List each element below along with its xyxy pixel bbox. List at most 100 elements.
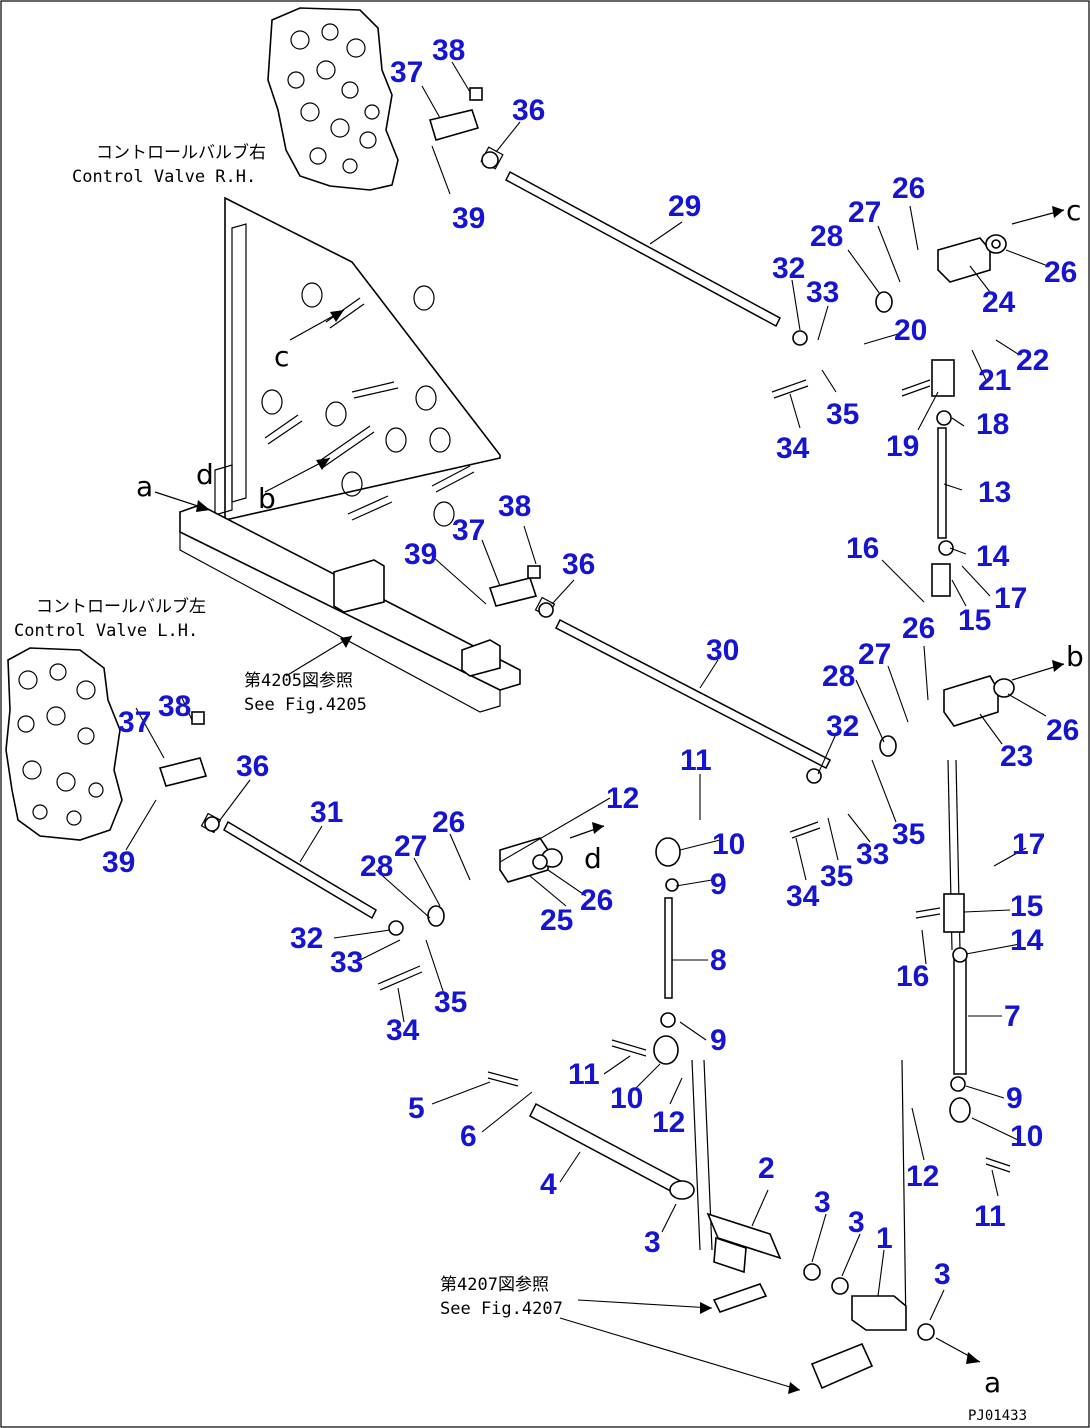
callout-26: 26 bbox=[580, 884, 613, 917]
callout-36: 36 bbox=[236, 750, 269, 783]
callout-8: 8 bbox=[710, 944, 727, 977]
link-4207-parts bbox=[712, 1283, 874, 1390]
callout-26: 26 bbox=[892, 172, 925, 205]
note-valve-lh-en: Control Valve L.H. bbox=[14, 621, 198, 641]
callout-37: 37 bbox=[390, 56, 423, 89]
callout-26: 26 bbox=[1044, 256, 1077, 289]
callout-3: 3 bbox=[934, 1258, 951, 1291]
callout-5: 5 bbox=[408, 1092, 425, 1125]
callout-39: 39 bbox=[452, 202, 485, 235]
vertical-link-left bbox=[691, 1059, 713, 1251]
callout-27: 27 bbox=[858, 638, 891, 671]
callout-12: 12 bbox=[606, 782, 639, 815]
callout-18: 18 bbox=[976, 408, 1009, 441]
callout-12: 12 bbox=[906, 1160, 939, 1193]
callout-33: 33 bbox=[330, 946, 363, 979]
callout-3: 3 bbox=[814, 1186, 831, 1219]
callout-11: 11 bbox=[568, 1058, 600, 1091]
rod-end-10 bbox=[653, 837, 971, 1123]
note-valve-lh-jp: コントロールバルブ左 bbox=[36, 596, 206, 617]
frame-member bbox=[179, 504, 521, 713]
rod-13 bbox=[937, 427, 947, 539]
callout-28: 28 bbox=[360, 850, 393, 883]
leader-see4207-upper bbox=[577, 1299, 713, 1309]
callout-11: 11 bbox=[974, 1200, 1006, 1233]
callout-1: 1 bbox=[876, 1222, 893, 1255]
shaft-23 bbox=[943, 675, 1015, 727]
rod-30 bbox=[534, 596, 832, 770]
callout-35: 35 bbox=[826, 398, 859, 431]
callout-3: 3 bbox=[644, 1226, 661, 1259]
callout-10: 10 bbox=[712, 828, 745, 861]
callout-35: 35 bbox=[820, 860, 853, 893]
callout-39: 39 bbox=[404, 538, 437, 571]
clevis-37-middle bbox=[488, 565, 541, 607]
callout-14: 14 bbox=[976, 540, 1010, 573]
shaft-25 bbox=[499, 837, 563, 883]
lever-1 bbox=[851, 1295, 907, 1331]
letter-a-left: a bbox=[136, 470, 153, 503]
leader-see4205 bbox=[285, 635, 353, 677]
callout-35: 35 bbox=[892, 818, 925, 851]
callout-22: 22 bbox=[1016, 344, 1049, 377]
rod-31 bbox=[200, 812, 377, 920]
note-see4207-en: See Fig.4207 bbox=[440, 1299, 563, 1319]
leader-see4207-lower bbox=[559, 1317, 801, 1391]
callout-16: 16 bbox=[896, 960, 929, 993]
callout-25: 25 bbox=[540, 904, 573, 937]
lever-rod-4 bbox=[529, 1102, 695, 1200]
callout-30: 30 bbox=[706, 634, 739, 667]
callout-32: 32 bbox=[826, 710, 859, 743]
note-valve-rh-en: Control Valve R.H. bbox=[72, 167, 256, 187]
callout-labels: 38 37 36 39 29 26 27 28 26 32 33 24 20 2… bbox=[102, 34, 1079, 1291]
callout-3: 3 bbox=[848, 1206, 865, 1239]
control-valve-rh bbox=[267, 7, 399, 191]
callout-14: 14 bbox=[1010, 924, 1044, 957]
callout-10: 10 bbox=[610, 1082, 643, 1115]
callout-34: 34 bbox=[386, 1014, 420, 1047]
letter-d-middle: d bbox=[584, 842, 602, 875]
callout-leaders bbox=[125, 61, 1049, 1321]
callout-37: 37 bbox=[118, 706, 151, 739]
callout-34: 34 bbox=[776, 432, 810, 465]
callout-27: 27 bbox=[394, 830, 427, 863]
callout-35: 35 bbox=[434, 986, 467, 1019]
shaft-2 bbox=[706, 1212, 782, 1274]
clevis-37-upper bbox=[428, 87, 483, 141]
callout-32: 32 bbox=[290, 922, 323, 955]
shaft-24 bbox=[937, 234, 1007, 283]
callout-26: 26 bbox=[432, 806, 465, 839]
note-valve-rh-jp: コントロールバルブ右 bbox=[96, 142, 266, 163]
callout-9: 9 bbox=[710, 868, 727, 901]
letter-b-left: b bbox=[258, 482, 276, 515]
rod-8 bbox=[664, 897, 673, 999]
clevis-37-lower bbox=[158, 711, 208, 787]
arrow-markers bbox=[154, 206, 1065, 1364]
callout-4: 4 bbox=[540, 1168, 557, 1201]
callout-11: 11 bbox=[680, 744, 712, 777]
callout-17: 17 bbox=[994, 582, 1027, 615]
clevis-15-upper bbox=[931, 563, 951, 597]
callout-37: 37 bbox=[452, 514, 485, 547]
rod-7 bbox=[953, 957, 967, 1075]
callout-27: 27 bbox=[848, 196, 881, 229]
bolts bbox=[377, 379, 1011, 1173]
callout-28: 28 bbox=[822, 660, 855, 693]
callout-38: 38 bbox=[498, 490, 531, 523]
letter-b-right: b bbox=[1066, 640, 1084, 673]
callout-10: 10 bbox=[1010, 1120, 1043, 1153]
callout-12: 12 bbox=[652, 1106, 685, 1139]
callout-19: 19 bbox=[886, 430, 919, 463]
rod-29 bbox=[480, 146, 781, 328]
callout-2: 2 bbox=[758, 1152, 775, 1185]
callout-6: 6 bbox=[460, 1120, 477, 1153]
callout-15: 15 bbox=[958, 604, 991, 637]
letter-c-right: c bbox=[1066, 194, 1081, 227]
clevis-19 bbox=[931, 359, 955, 397]
bracket-plate bbox=[214, 196, 501, 527]
callout-9: 9 bbox=[710, 1024, 727, 1057]
callout-31: 31 bbox=[310, 796, 343, 829]
callout-13: 13 bbox=[978, 476, 1011, 509]
